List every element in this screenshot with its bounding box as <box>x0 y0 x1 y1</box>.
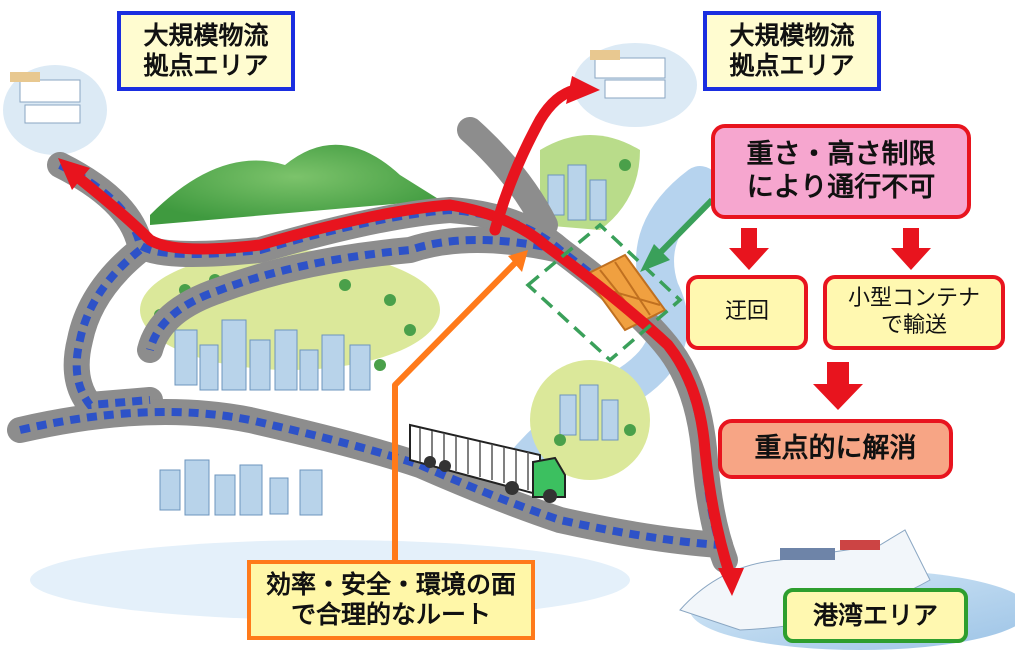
flow-arrow-to-detour <box>729 228 769 270</box>
truck-icon <box>409 423 566 503</box>
city-buildings <box>159 164 619 516</box>
resolve-text: 重点的に解消 <box>754 432 917 464</box>
flow-arrow-to-resolve <box>813 362 863 410</box>
route-line1: 効率・安全・環境の面 <box>265 570 516 599</box>
small-container-line1: 小型コンテナ <box>847 286 980 312</box>
hub-area-right-label: 大規模物流 拠点エリア <box>703 11 881 91</box>
resolve-label: 重点的に解消 <box>718 419 953 479</box>
detour-label: 迂回 <box>686 275 808 350</box>
hub-right-line2: 拠点エリア <box>729 51 855 80</box>
flow-arrow-to-small-container <box>891 228 931 270</box>
small-container-label: 小型コンテナ で輸送 <box>823 275 1005 350</box>
main-route-red <box>69 84 736 581</box>
restriction-line1: 重さ・高さ制限 <box>746 139 936 171</box>
hub-left-line1: 大規模物流 <box>143 21 269 50</box>
route-label: 効率・安全・環境の面 で合理的なルート <box>247 560 535 640</box>
hub-right-line1: 大規模物流 <box>729 21 855 50</box>
route-callout-arrow <box>392 250 528 560</box>
restriction-line2: により通行不可 <box>746 171 936 203</box>
route-line2: で合理的なルート <box>290 600 491 629</box>
restriction-callout-arrow <box>640 197 715 272</box>
detour-text: 迂回 <box>724 299 769 325</box>
flow-arrows <box>729 228 931 410</box>
route-arrowheads <box>58 76 744 596</box>
restriction-zone <box>525 222 683 363</box>
port-area-label: 港湾エリア <box>783 588 968 643</box>
hub-left-illustration <box>3 65 107 155</box>
small-container-line2: で輸送 <box>880 312 947 338</box>
hub-right-illustration <box>573 43 697 127</box>
hub-area-left-label: 大規模物流 拠点エリア <box>117 11 295 91</box>
hub-left-line2: 拠点エリア <box>143 51 269 80</box>
port-text: 港湾エリア <box>812 600 938 630</box>
restriction-label: 重さ・高さ制限 により通行不可 <box>711 124 971 219</box>
